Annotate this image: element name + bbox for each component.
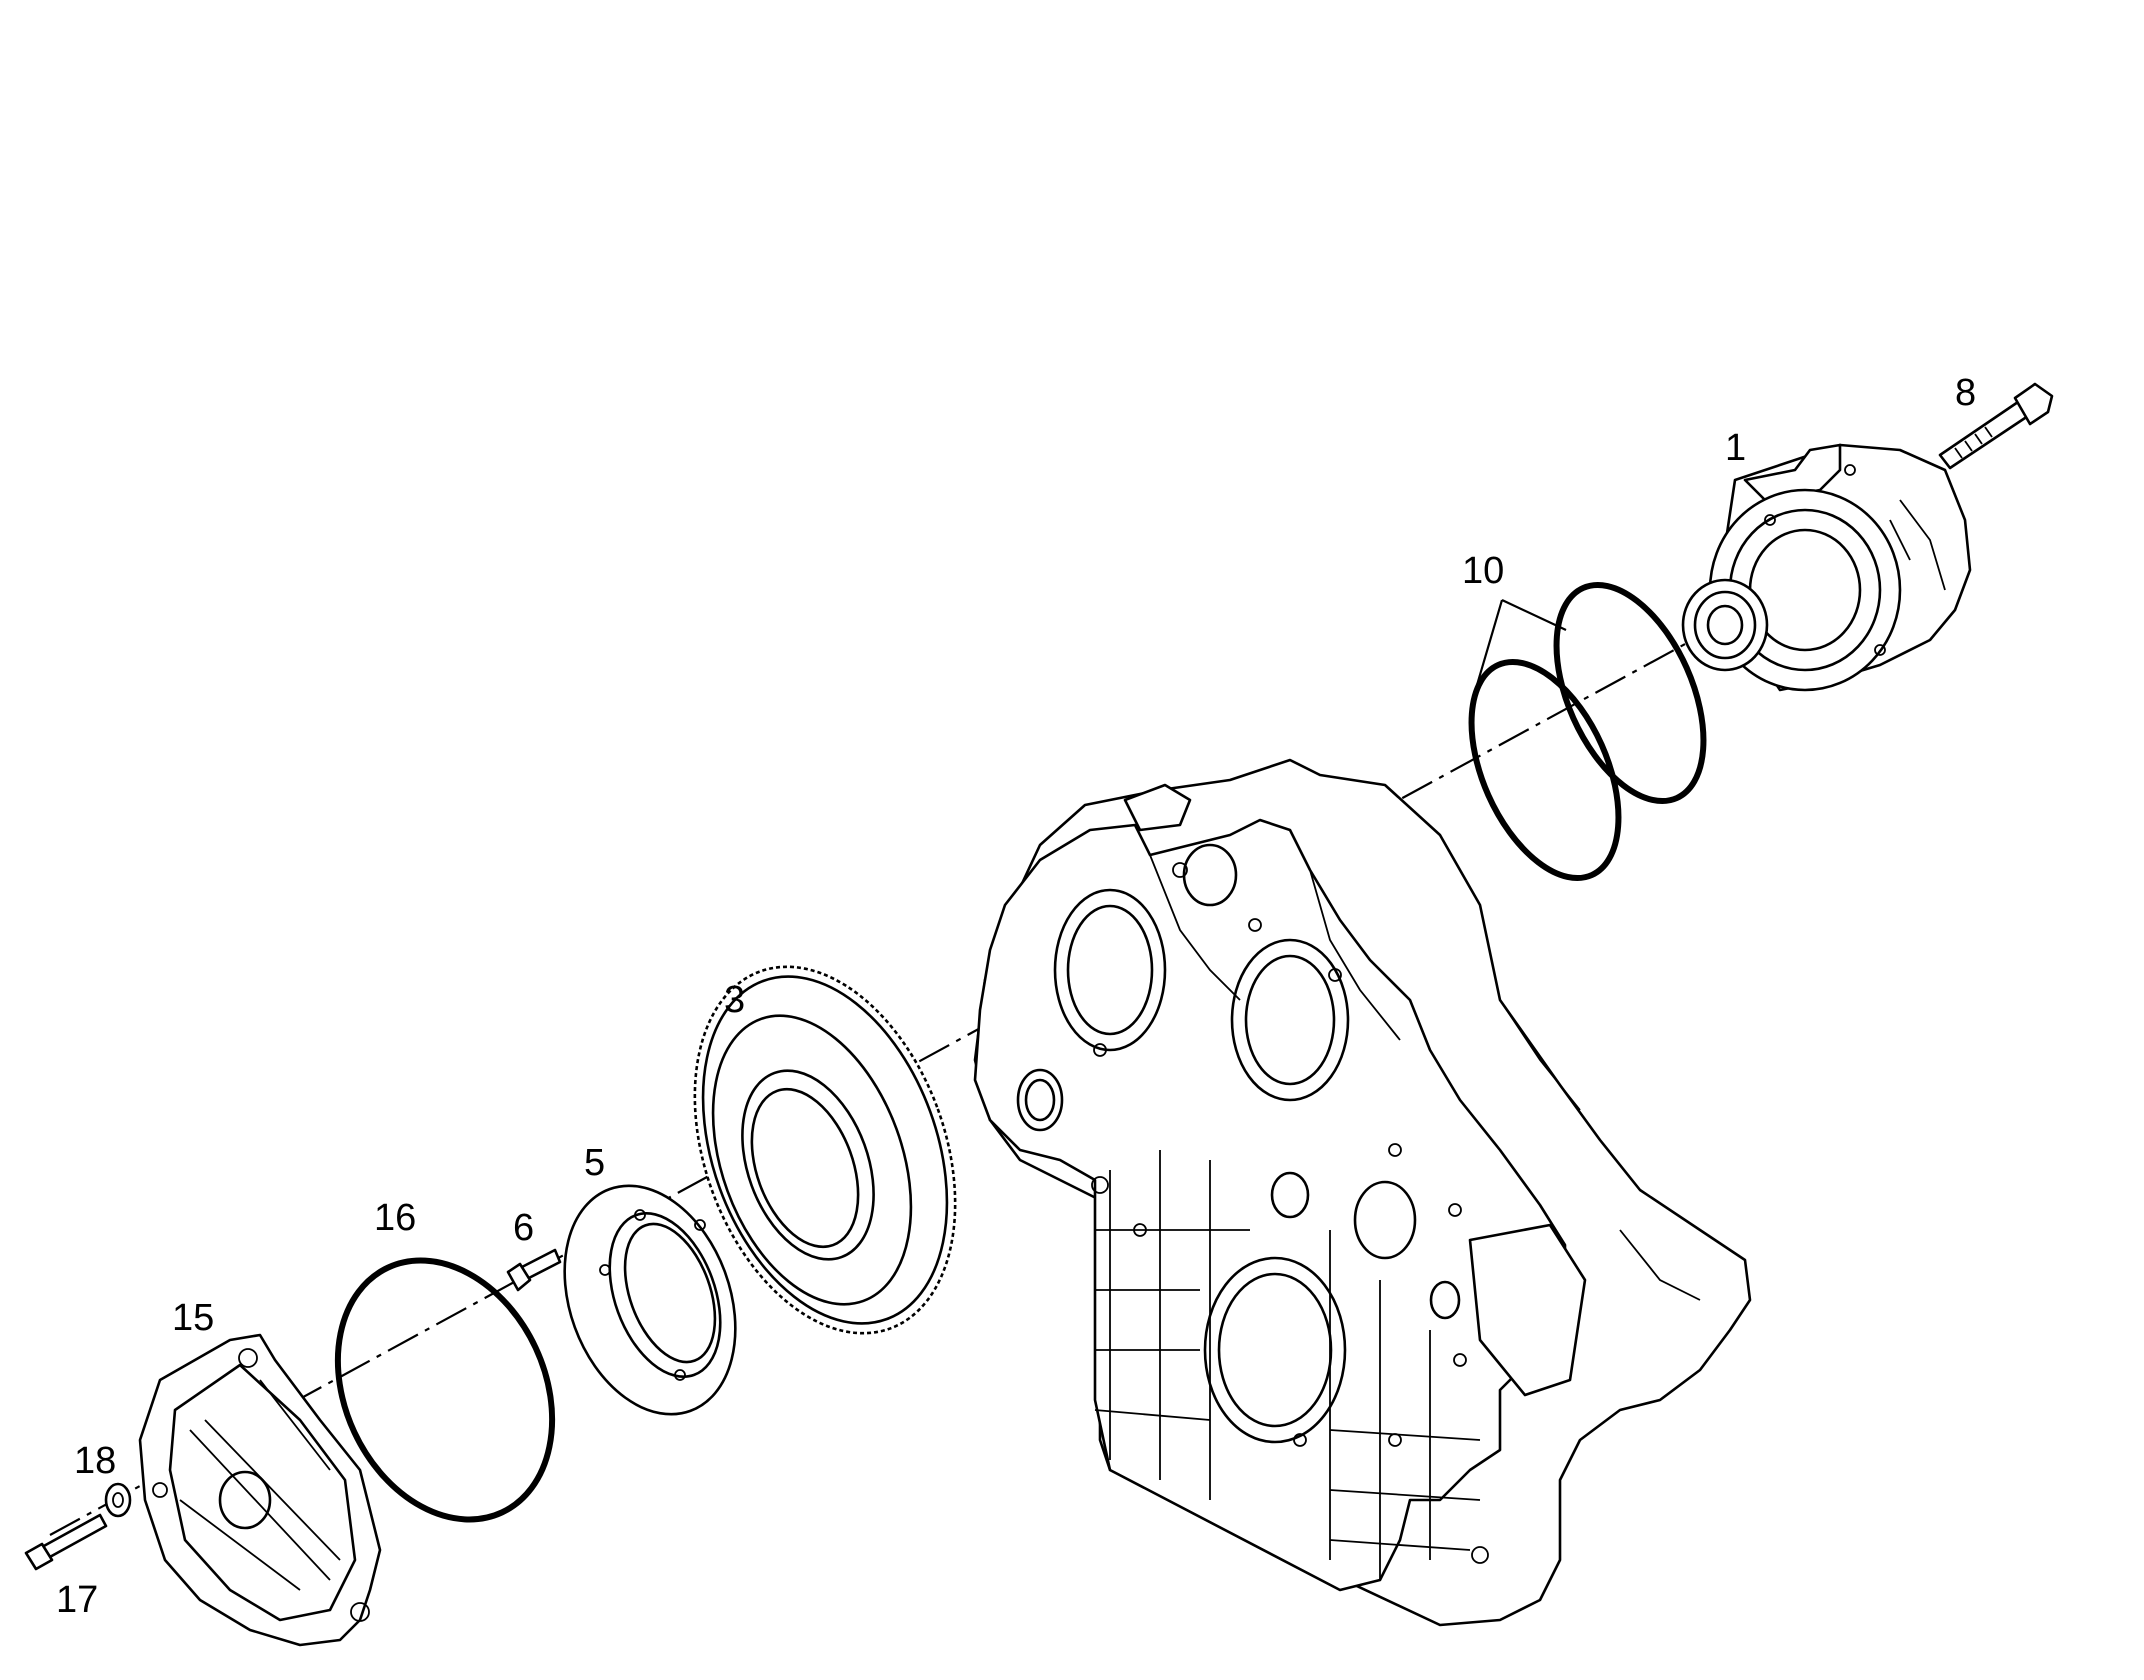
part-17-bolt xyxy=(24,1513,108,1571)
part-6-bolt xyxy=(506,1248,562,1292)
callout-16: 16 xyxy=(374,1197,416,1239)
callout-18: 18 xyxy=(74,1440,116,1482)
callout-15: 15 xyxy=(172,1297,214,1339)
callout-6: 6 xyxy=(513,1207,534,1249)
callout-1: 1 xyxy=(1725,427,1746,469)
callout-17: 17 xyxy=(56,1579,98,1621)
part-15-end-cover xyxy=(138,1333,382,1647)
part-5-flange xyxy=(563,1184,737,1416)
gear-housing xyxy=(973,758,1752,1627)
callout-3: 3 xyxy=(724,979,745,1021)
part-16-o-ring xyxy=(334,1257,556,1523)
part-8-bolt xyxy=(1938,382,2054,470)
part-3-gear xyxy=(693,965,957,1335)
callout-10: 10 xyxy=(1462,550,1504,592)
part-1-drive-unit xyxy=(1681,443,1972,692)
callout-10-leaders xyxy=(1475,599,1567,686)
callout-8: 8 xyxy=(1955,372,1976,414)
part-18-washer xyxy=(104,1482,132,1518)
part-10-o-rings xyxy=(1468,581,1707,882)
callout-5: 5 xyxy=(584,1142,605,1184)
